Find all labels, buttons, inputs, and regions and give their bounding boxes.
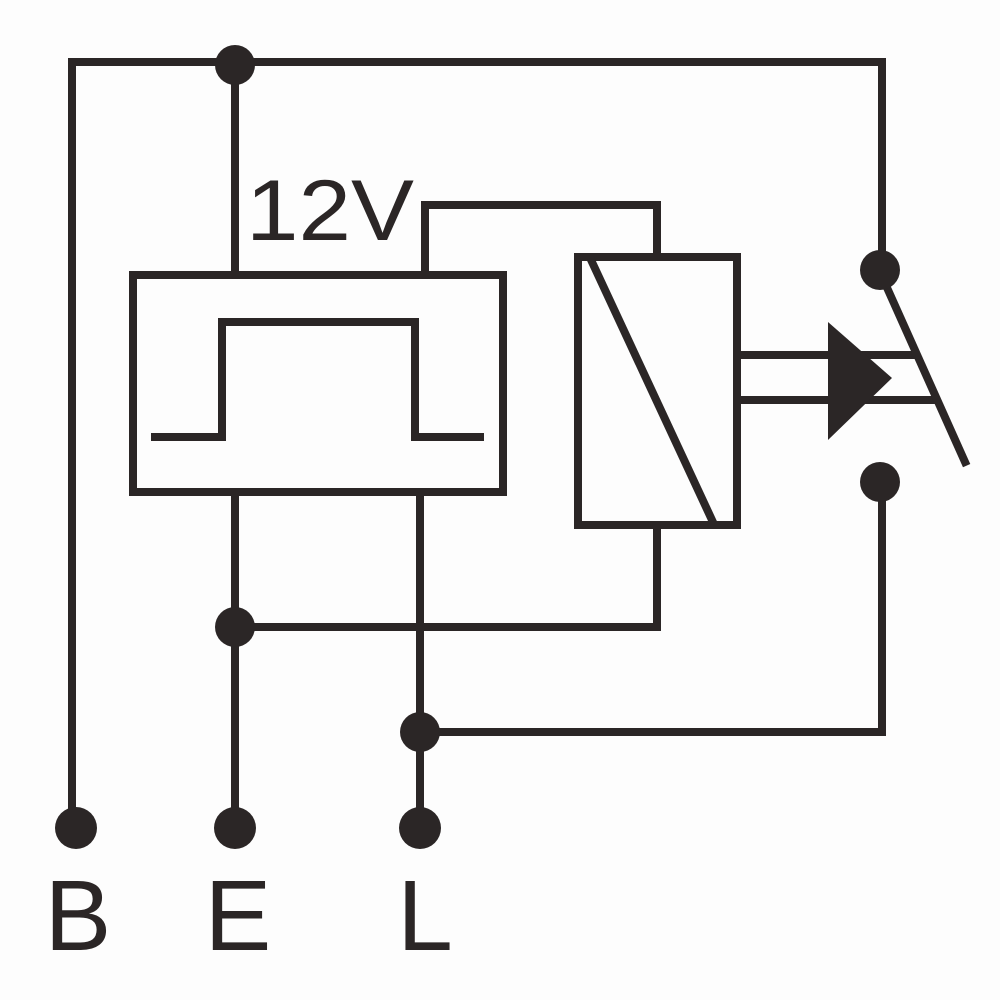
wire-l-to-switch [416, 478, 886, 736]
terminal-e-dot [214, 807, 256, 849]
terminal-l-dot [399, 807, 441, 849]
wire-top-bus [68, 58, 886, 829]
timer-module-box [129, 271, 507, 496]
relay-coil-diagonal [586, 256, 718, 526]
junction-dot [215, 607, 255, 647]
relay-switch-contact [874, 266, 971, 468]
junction-dots [55, 45, 900, 849]
pulse-waveform-icon [151, 318, 484, 441]
voltage-label: 12V [246, 163, 414, 259]
terminal-l-label: L [397, 860, 453, 972]
terminal-e-label: E [205, 860, 272, 972]
wire-coil-to-ground [231, 521, 661, 631]
switch-contact-top [860, 250, 900, 290]
terminal-b-label: B [45, 860, 112, 972]
mechanical-linkage-arrow-icon [733, 322, 939, 440]
wire-timer-to-coil [421, 201, 661, 279]
switch-contact-bottom [860, 462, 900, 502]
relay-coil-box [574, 253, 741, 529]
terminal-b-dot [55, 807, 97, 849]
wires [68, 58, 886, 829]
junction-dot [400, 712, 440, 752]
junction-dot [215, 45, 255, 85]
